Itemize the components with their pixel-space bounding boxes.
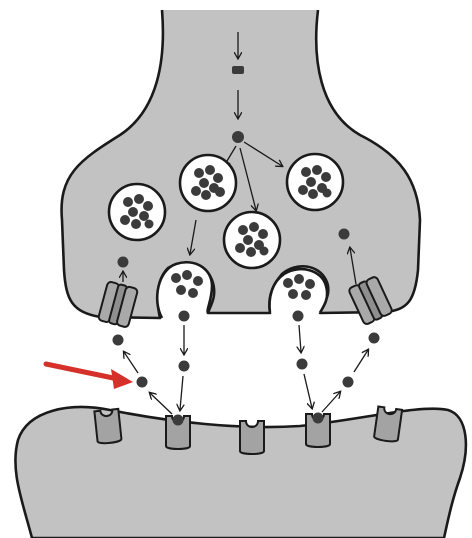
receptor-bound — [306, 413, 330, 448]
receptor-bound — [166, 415, 190, 450]
neurotransmitter-molecule — [297, 359, 308, 370]
neurotransmitter-molecule — [232, 131, 244, 143]
synaptic-cleft — [113, 311, 380, 415]
diffusion-arrow — [180, 376, 183, 410]
vesicle — [224, 212, 280, 268]
presynaptic-membrane — [62, 10, 420, 318]
neurotransmitter-molecule — [179, 311, 190, 322]
reuptake-arrow — [322, 392, 340, 412]
neurotransmitter-molecule — [369, 333, 380, 344]
neurotransmitter-molecule — [343, 377, 354, 388]
reuptake-arrow — [124, 352, 138, 373]
neurotransmitter-molecule — [118, 257, 129, 268]
reuptake-arrow — [150, 393, 172, 414]
neurotransmitter-molecule — [113, 335, 124, 346]
neurotransmitter-molecule — [137, 377, 148, 388]
vesicle — [287, 154, 343, 210]
neurotransmitter-molecule — [339, 229, 350, 240]
vesicle — [180, 155, 236, 211]
precursor-molecule — [232, 66, 244, 74]
diffusion-arrow — [304, 374, 312, 408]
neurotransmitter-molecule — [179, 361, 190, 372]
diffusion-arrow — [299, 325, 301, 352]
reuptake-arrow — [354, 350, 368, 372]
release-site — [157, 262, 212, 318]
neurotransmitter-molecule — [293, 311, 304, 322]
receptor — [374, 406, 402, 442]
presynaptic-terminal — [62, 10, 420, 318]
highlight-arrow — [46, 364, 133, 389]
vesicle — [109, 184, 165, 240]
